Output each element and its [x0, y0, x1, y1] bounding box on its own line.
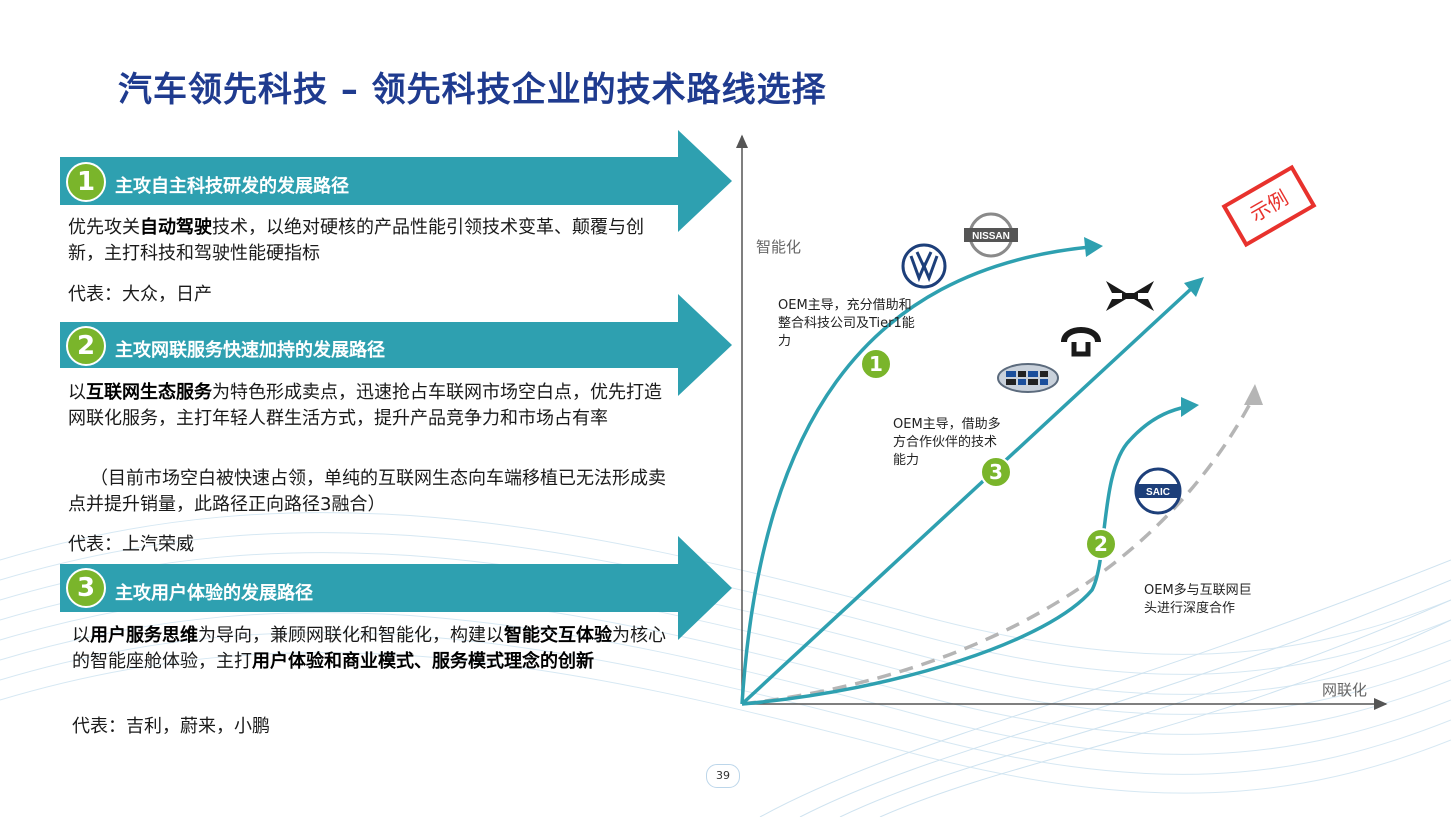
route-2-note: （目前市场空白被快速占领，单纯的互联网生态向车端移植已无法形成卖点并提升销量，此…	[68, 468, 666, 515]
volkswagen-logo	[901, 243, 947, 289]
path-1-badge: 1	[860, 348, 892, 380]
path-3-arrowhead	[1184, 277, 1204, 297]
route-2-banner: 2 主攻网联服务快速加持的发展路径	[60, 294, 732, 396]
route-3-emphasis: 智能交互体验	[504, 625, 612, 646]
path-3-note: OEM主导，借助多方合作伙伴的技术能力	[893, 417, 1001, 468]
route-2-text: 以	[68, 382, 86, 403]
route-2-number-badge: 2	[66, 326, 106, 366]
path-2-arrowhead	[1181, 397, 1199, 417]
route-1-emphasis: 自动驾驶	[140, 217, 212, 238]
dashed-path-arrowhead	[1244, 384, 1263, 405]
route-3-text: 为导向，兼顾网联化和智能化，构建以	[198, 625, 504, 646]
route-3-banner: 3 主攻用户体验的发展路径	[60, 536, 732, 640]
route-1-arrow-shape	[60, 130, 732, 232]
route-3-arrow-shape	[60, 536, 732, 640]
route-1-description: 优先攻关自动驾驶技术，以绝对硬核的产品性能引领技术变革、颠覆与创新，主打科技和驾…	[68, 215, 668, 267]
path-1-curve	[740, 245, 1091, 705]
path-1-note: OEM主导，充分借助和整合科技公司及Tier1能力	[778, 298, 915, 349]
path-2-badge: 2	[1085, 528, 1117, 560]
nio-logo	[1061, 327, 1101, 357]
route-3-label: 主攻用户体验的发展路径	[115, 583, 313, 604]
route-1-banner: 1 主攻自主科技研发的发展路径	[60, 130, 732, 232]
route-3-emphasis: 用户体验和商业模式、服务模式理念的创新	[252, 651, 594, 672]
route-1-label: 主攻自主科技研发的发展路径	[115, 176, 349, 197]
route-2-arrow-shape	[60, 294, 732, 396]
y-axis-label: 智能化	[756, 238, 802, 256]
route-1-representatives: 代表：大众，日产	[68, 284, 212, 305]
route-2-representatives: 代表：上汽荣威	[68, 534, 194, 555]
route-2-emphasis: 互联网生态服务	[86, 382, 212, 403]
route-3-number-badge: 3	[66, 568, 106, 608]
route-3-representatives: 代表：吉利，蔚来，小鹏	[72, 716, 270, 737]
route-2-text: 为特色形成卖点，迅速抢占车联网市场空白点，优先打造网联化服务，主打年轻人群生活方…	[68, 382, 662, 429]
x-axis-label: 网联化	[1322, 681, 1368, 699]
route-3-description: 以用户服务思维为导向，兼顾网联化和智能化，构建以智能交互体验为核心的智能座舱体验…	[72, 623, 672, 675]
path-2-curve	[741, 405, 1187, 706]
path-3-badge: 3	[980, 456, 1012, 488]
route-1-text: 技术，以绝对硬核的产品性能引领技术变革、颠覆与创新，主打科技和驾驶性能硬指标	[68, 217, 644, 264]
route-3-text: 为核心的智能座舱体验，主打	[72, 625, 666, 672]
dashed-trend-path	[741, 399, 1254, 706]
nissan-logo: NISSAN	[964, 212, 1018, 258]
path-1-arrowhead	[1084, 237, 1103, 257]
nissan-wordmark: NISSAN	[972, 231, 1010, 242]
route-2-label: 主攻网联服务快速加持的发展路径	[115, 340, 385, 361]
geely-logo	[997, 363, 1059, 393]
route-1-number-badge: 1	[66, 162, 106, 202]
route-2-description: 以互联网生态服务为特色形成卖点，迅速抢占车联网市场空白点，优先打造网联化服务，主…	[68, 380, 668, 432]
saic-logo: SAIC	[1134, 467, 1182, 515]
path-3-line	[740, 286, 1194, 706]
path-2-note: OEM多与互联网巨头进行深度合作	[1144, 583, 1252, 616]
route-3-text: 以	[72, 625, 90, 646]
saic-wordmark: SAIC	[1146, 487, 1170, 498]
page-title: 汽车领先科技 – 领先科技企业的技术路线选择	[118, 70, 827, 110]
route-1-text: 优先攻关	[68, 217, 140, 238]
route-3-emphasis: 用户服务思维	[90, 625, 198, 646]
page-number: 39	[706, 764, 740, 788]
xpeng-logo	[1106, 281, 1154, 311]
